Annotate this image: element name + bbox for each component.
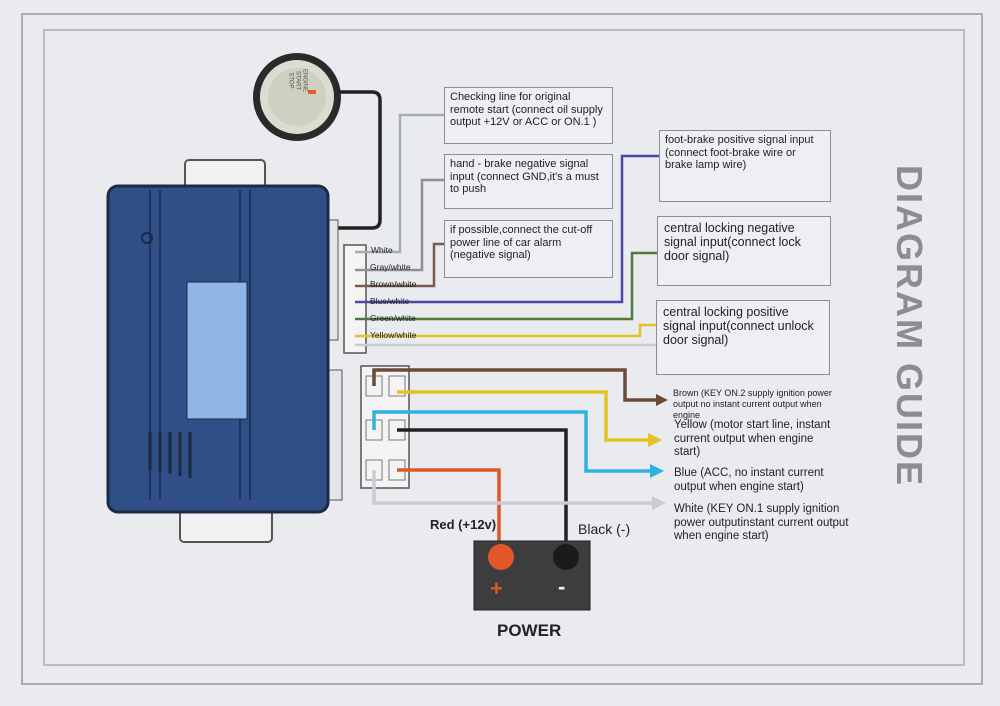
plus-symbol: +	[490, 576, 503, 601]
power-label: POWER	[497, 621, 562, 640]
page-title: DIAGRAM GUIDE	[889, 165, 930, 487]
output-wires	[372, 368, 656, 548]
input-connector	[343, 244, 367, 354]
output-brown: Brown (KEY ON.2 supply ignition power ou…	[673, 388, 832, 420]
output-connector	[360, 365, 410, 489]
note-foot-brake: foot-brake positive signal input (connec…	[659, 130, 831, 202]
start-button-text: ENGINE START STOP	[287, 68, 308, 92]
note-lock-positive: central locking positive signal input(co…	[656, 300, 830, 375]
outer-frame	[21, 13, 983, 685]
wire-label-green-white: Green/white	[370, 313, 416, 323]
output-yellow: Yellow (motor start line, instant curren…	[674, 419, 831, 458]
red-wire-label: Red (+12v)	[430, 517, 497, 532]
note-hand-brake: hand - brake negative signal input (conn…	[444, 154, 613, 209]
note-remote-start: Checking line for original remote start …	[444, 87, 613, 144]
output-blue: Blue (ACC, no instant current output whe…	[674, 467, 824, 493]
inner-frame	[43, 29, 965, 666]
note-lock-negative: central locking negative signal input(co…	[657, 216, 831, 286]
output-white: White (KEY ON.1 supply ignition power ou…	[674, 503, 849, 542]
black-wire-label: Black (-)	[578, 521, 631, 537]
note-car-alarm: if possible,connect the cut-off power li…	[444, 220, 613, 278]
wire-label-yellow-white: Yellow/white	[370, 330, 417, 340]
input-wires	[355, 113, 660, 347]
wire-label-gray-white: Gray/white	[370, 262, 411, 272]
wire-label-blue-white: Blue/white	[370, 296, 410, 306]
minus-symbol: -	[558, 574, 566, 599]
power-battery	[473, 540, 591, 611]
wire-label-white: White	[371, 245, 393, 255]
start-stop-button	[253, 53, 341, 141]
control-module	[106, 159, 343, 543]
wire-label-brown-white: Brown/white	[370, 279, 417, 289]
button-cable	[330, 90, 382, 230]
